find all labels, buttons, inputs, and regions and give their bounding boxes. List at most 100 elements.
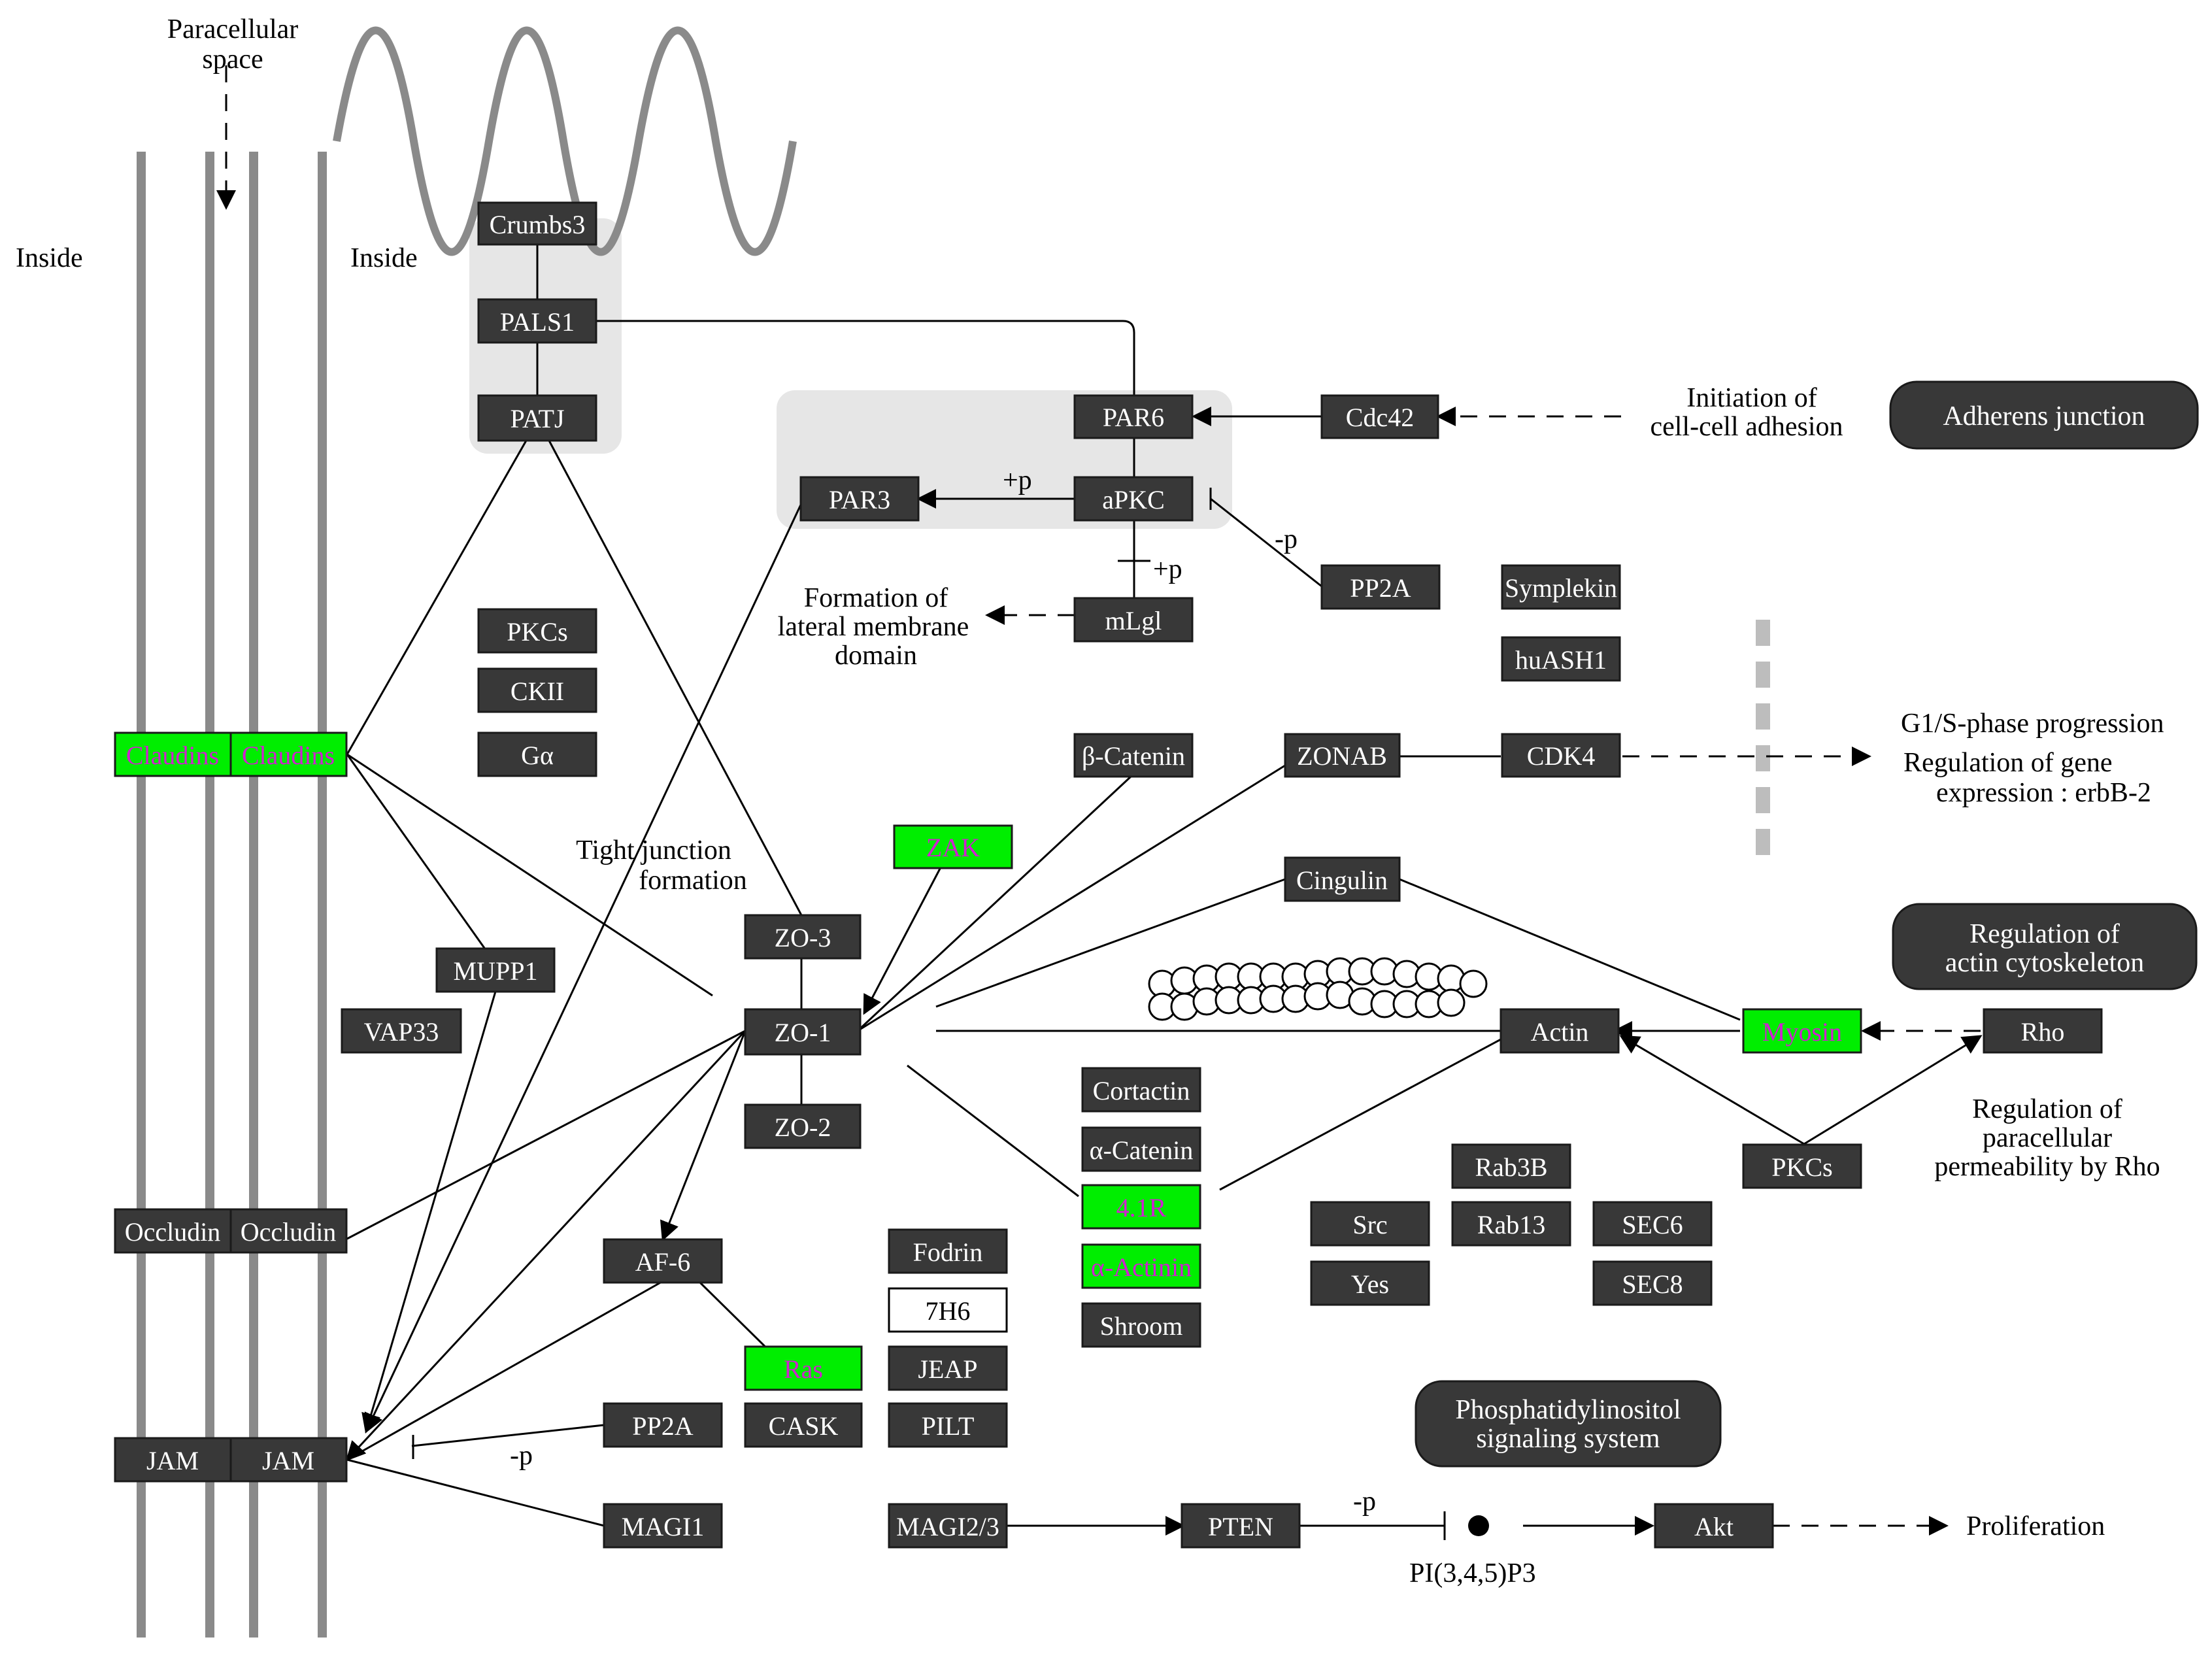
wave-line: [333, 26, 797, 256]
pip3-molecule: [1468, 1515, 1489, 1536]
gene-box-zo1[interactable]: ZO-1: [744, 1008, 862, 1056]
gene-box-alpha-actinin[interactable]: α-Actinin: [1081, 1243, 1201, 1289]
svg-text:mLgl: mLgl: [1105, 606, 1162, 635]
gene-box-pilt[interactable]: PILT: [888, 1402, 1008, 1448]
svg-text:aPKC: aPKC: [1102, 485, 1165, 514]
gene-box-actin[interactable]: Actin: [1500, 1008, 1620, 1054]
gene-box-occludin-right[interactable]: Occludin: [229, 1208, 348, 1254]
gene-box-zonab[interactable]: ZONAB: [1284, 733, 1401, 778]
gene-box-ckii[interactable]: CKII: [477, 667, 597, 713]
svg-text:ZAK: ZAK: [926, 833, 980, 862]
gene-box-akt[interactable]: Akt: [1654, 1503, 1774, 1549]
gene-box-fodrin[interactable]: Fodrin: [888, 1228, 1008, 1274]
actin-filament: [1148, 957, 1488, 1021]
gene-box-pten[interactable]: PTEN: [1181, 1503, 1301, 1549]
gene-box-galpha[interactable]: Gα: [477, 731, 597, 777]
svg-text:MAGI1: MAGI1: [622, 1512, 705, 1541]
gene-box-shroom[interactable]: Shroom: [1081, 1302, 1201, 1348]
gene-box-pkcs-top[interactable]: PKCs: [477, 608, 597, 654]
svg-text:Yes: Yes: [1351, 1269, 1389, 1299]
svg-text:JAM: JAM: [262, 1446, 314, 1475]
svg-text:Rab13: Rab13: [1477, 1210, 1545, 1239]
gene-box-alpha-catenin[interactable]: α-Catenin: [1081, 1126, 1201, 1172]
actin-cytoskeleton-pathway-link[interactable]: Regulation of actin cytoskeleton: [1892, 903, 2198, 990]
svg-text:actin cytoskeleton: actin cytoskeleton: [1945, 948, 2144, 978]
svg-text:Fodrin: Fodrin: [913, 1237, 983, 1267]
svg-text:Myosin: Myosin: [1762, 1017, 1842, 1047]
gene-box-par3[interactable]: PAR3: [799, 476, 920, 522]
gene-box-occludin-left[interactable]: Occludin: [114, 1208, 232, 1254]
svg-text:PKCs: PKCs: [1771, 1152, 1832, 1182]
svg-text:G1/S-phase progression: G1/S-phase progression: [1901, 709, 2164, 739]
gene-box-par6[interactable]: PAR6: [1073, 394, 1194, 439]
gene-box-pp2a-bottom[interactable]: PP2A: [603, 1402, 723, 1448]
svg-text:PKCs: PKCs: [507, 617, 567, 647]
svg-text:paracellular: paracellular: [1983, 1123, 2112, 1153]
gene-box-rab13[interactable]: Rab13: [1451, 1201, 1571, 1247]
inside-left-label: Inside: [16, 243, 83, 273]
phosphorylation-label: +p: [1003, 465, 1032, 496]
svg-text:space: space: [202, 44, 263, 75]
svg-text:Akt: Akt: [1694, 1512, 1734, 1541]
gene-box-zo3[interactable]: ZO-3: [744, 914, 862, 960]
svg-text:Regulation of: Regulation of: [1972, 1094, 2122, 1124]
gene-box-huash1[interactable]: huASH1: [1501, 636, 1621, 682]
svg-text:Cdc42: Cdc42: [1346, 403, 1414, 432]
gene-box-apkc[interactable]: aPKC: [1073, 476, 1194, 522]
gene-box-claudins-left[interactable]: Claudins: [114, 731, 232, 777]
gene-box-cortactin[interactable]: Cortactin: [1081, 1067, 1201, 1113]
svg-text:Formation of: Formation of: [804, 583, 948, 613]
phosphatidylinositol-pathway-link[interactable]: Phosphatidylinositol signaling system: [1415, 1380, 1722, 1468]
gene-box-af6[interactable]: AF-6: [603, 1238, 723, 1284]
svg-text:Symplekin: Symplekin: [1505, 573, 1617, 603]
svg-text:ZO-1: ZO-1: [775, 1018, 831, 1047]
gene-box-src[interactable]: Src: [1310, 1201, 1430, 1247]
svg-text:Rab3B: Rab3B: [1475, 1152, 1547, 1182]
gene-box-cask[interactable]: CASK: [744, 1402, 863, 1448]
gene-box-crumbs3[interactable]: Crumbs3: [477, 201, 597, 246]
gene-box-symplekin[interactable]: Symplekin: [1501, 564, 1621, 610]
svg-text:Gα: Gα: [521, 741, 554, 770]
gene-box-jam-right[interactable]: JAM: [229, 1437, 348, 1483]
gene-box-cingulin[interactable]: Cingulin: [1284, 856, 1401, 902]
gene-box-jeap[interactable]: JEAP: [888, 1345, 1008, 1391]
gene-box-rab3b[interactable]: Rab3B: [1451, 1143, 1571, 1189]
gene-box-cdk4[interactable]: CDK4: [1501, 733, 1621, 778]
gene-box-zo2[interactable]: ZO-2: [744, 1103, 862, 1149]
svg-text:signaling system: signaling system: [1476, 1424, 1660, 1454]
svg-text:PTEN: PTEN: [1208, 1512, 1273, 1541]
paracellular-permeability-label: Regulation of paracellular permeability …: [1934, 1094, 2160, 1182]
gene-box-myosin[interactable]: Myosin: [1742, 1008, 1862, 1054]
gene-box-rho[interactable]: Rho: [1983, 1008, 2103, 1054]
adherens-junction-pathway-link[interactable]: Adherens junction: [1889, 380, 2199, 450]
gene-box-cdc42[interactable]: Cdc42: [1320, 394, 1439, 439]
gene-box-ras[interactable]: Ras: [744, 1345, 863, 1391]
gene-box-mlgl[interactable]: mLgl: [1073, 597, 1194, 643]
svg-text:MUPP1: MUPP1: [454, 956, 538, 986]
svg-text:Regulation of gene: Regulation of gene: [1903, 748, 2113, 778]
gene-box-magi1[interactable]: MAGI1: [603, 1503, 723, 1549]
gene-box-vap33[interactable]: VAP33: [341, 1008, 462, 1054]
gene-box-yes[interactable]: Yes: [1310, 1260, 1430, 1306]
gene-box-4-1r[interactable]: 4.1R: [1081, 1184, 1201, 1230]
gene-box-sec8[interactable]: SEC8: [1592, 1260, 1713, 1306]
gene-box-magi2-3[interactable]: MAGI2/3: [888, 1503, 1008, 1549]
svg-text:α-Actinin: α-Actinin: [1091, 1252, 1192, 1282]
svg-text:Tight junction: Tight junction: [576, 835, 731, 865]
gene-box-beta-catenin[interactable]: β-Catenin: [1073, 733, 1194, 778]
gene-box-pkcs-right[interactable]: PKCs: [1742, 1143, 1862, 1189]
svg-text:PATJ: PATJ: [510, 404, 564, 433]
svg-text:permeability by Rho: permeability by Rho: [1934, 1152, 2160, 1182]
gene-box-zak[interactable]: ZAK: [893, 824, 1013, 869]
gene-box-claudins-right[interactable]: Claudins: [229, 731, 348, 777]
gene-box-sec6[interactable]: SEC6: [1592, 1201, 1713, 1247]
gene-box-patj[interactable]: PATJ: [477, 394, 597, 442]
gene-box-mupp1[interactable]: MUPP1: [435, 947, 556, 993]
svg-text:Crumbs3: Crumbs3: [490, 210, 586, 239]
gene-box-jam-left[interactable]: JAM: [114, 1437, 232, 1483]
svg-text:VAP33: VAP33: [364, 1017, 439, 1047]
gene-box-pp2a-top[interactable]: PP2A: [1320, 564, 1441, 610]
gene-box-pals1[interactable]: PALS1: [477, 298, 597, 344]
svg-text:Regulation of: Regulation of: [1969, 919, 2120, 949]
gene-box-7h6[interactable]: 7H6: [888, 1287, 1008, 1333]
